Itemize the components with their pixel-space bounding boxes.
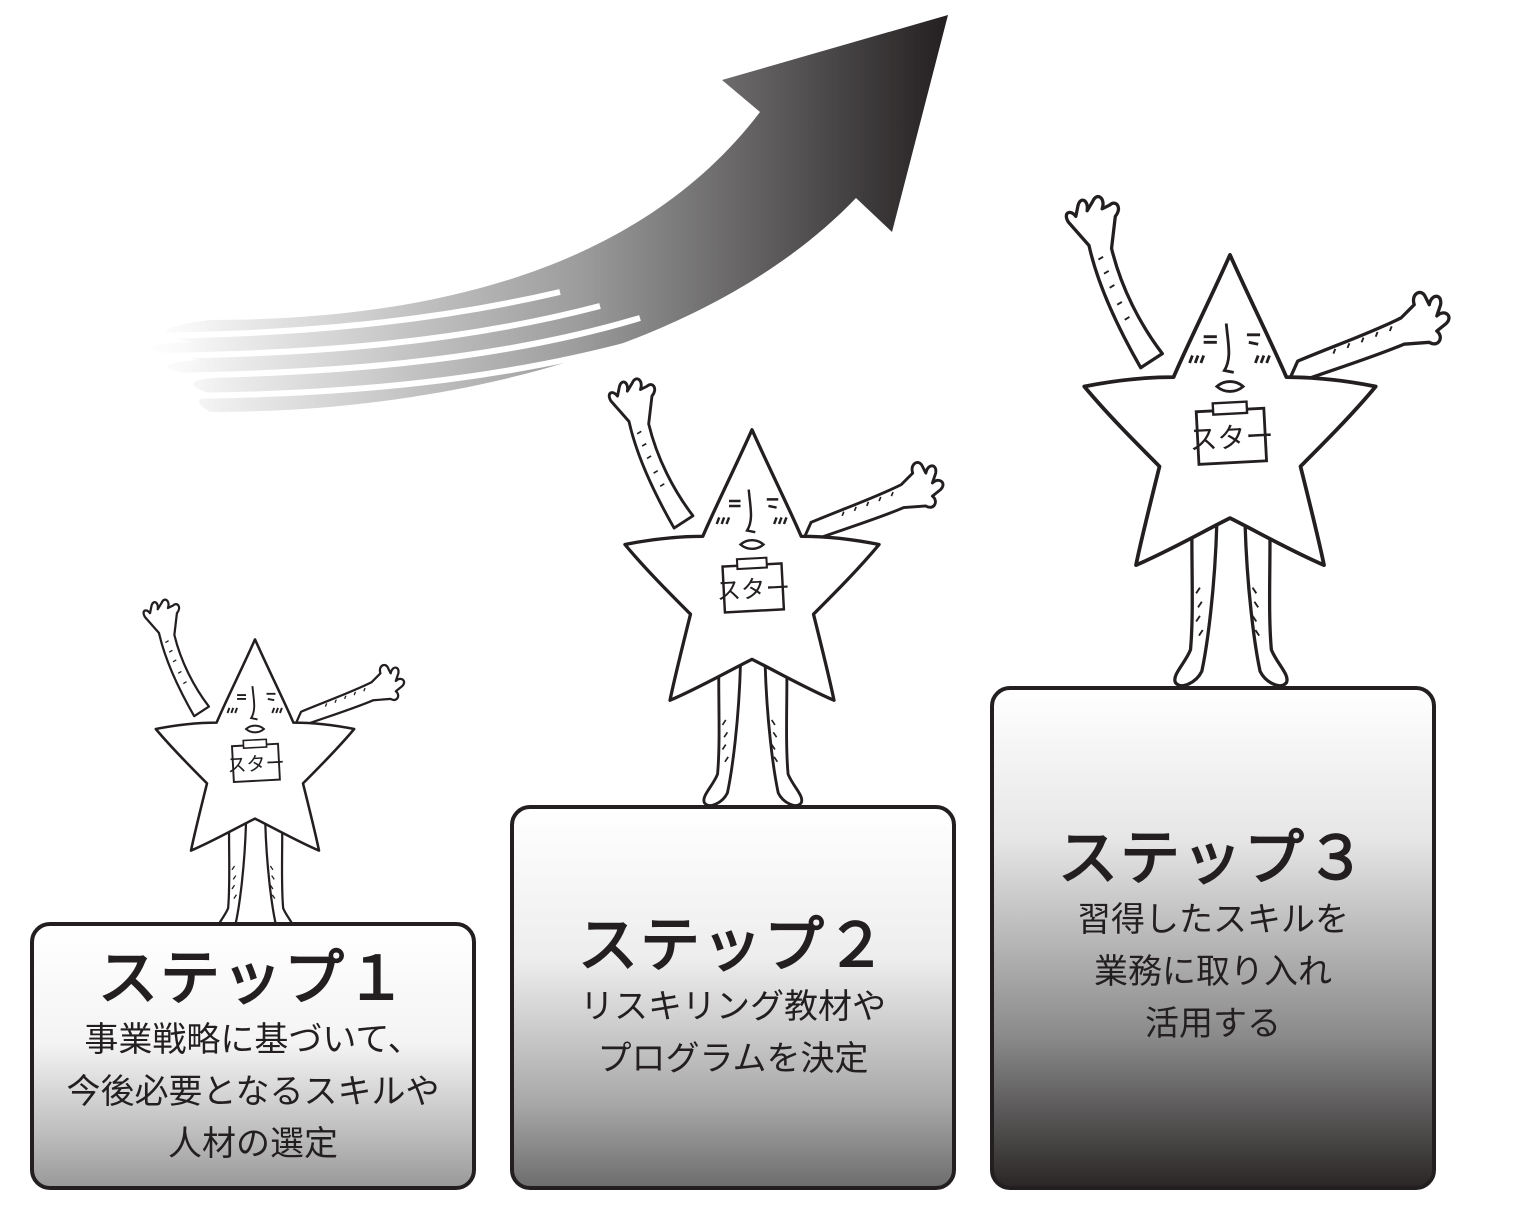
step-2-desc-line: リスキリング教材や — [580, 987, 886, 1027]
step-1-desc-line: 人材の選定 — [168, 1124, 338, 1164]
star-mascot-icon: スター — [142, 598, 406, 934]
badge-label: スター — [227, 751, 286, 777]
step-2-box: ステップ２ リスキリング教材や プログラムを決定 — [510, 805, 956, 1190]
step-2-description: リスキリング教材や プログラムを決定 — [514, 981, 952, 1085]
step-3-desc-line: 業務に取り入れ — [1094, 952, 1332, 992]
badge-label: スター — [1188, 419, 1274, 456]
step-3-desc-line: 活用する — [1145, 1004, 1281, 1044]
step-3-desc-line: 習得したスキルを — [1077, 900, 1349, 940]
star-mascot-icon: スター — [607, 377, 945, 808]
step-1-title: ステップ１ — [98, 944, 408, 1014]
growth-arrow-icon — [119, 15, 948, 412]
step-1-desc-line: 事業戦略に基づいて、 — [84, 1020, 422, 1060]
badge-label: スター — [716, 573, 791, 606]
step-3-title: ステップ３ — [1058, 824, 1368, 894]
step-1-box: ステップ１ 事業戦略に基づいて、 今後必要となるスキルや 人材の選定 — [30, 922, 476, 1190]
step-1-description: 事業戦略に基づいて、 今後必要となるスキルや 人材の選定 — [34, 1014, 472, 1170]
step-1-desc-line: 今後必要となるスキルや — [66, 1072, 440, 1112]
step-2-desc-line: プログラムを決定 — [597, 1039, 869, 1079]
step-3-description: 習得したスキルを 業務に取り入れ 活用する — [994, 894, 1432, 1050]
step-2-title: ステップ２ — [578, 911, 888, 981]
step-3-box: ステップ３ 習得したスキルを 業務に取り入れ 活用する — [990, 686, 1436, 1190]
star-mascot-icon: スター — [1064, 194, 1451, 688]
